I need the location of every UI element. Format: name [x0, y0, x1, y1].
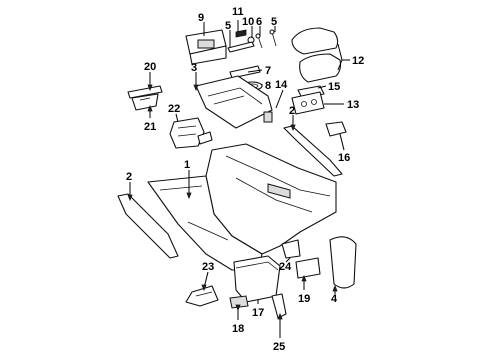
upper-bracket-part [185, 29, 227, 65]
callout-4: 4 [331, 293, 338, 305]
callout-7: 7 [265, 65, 271, 77]
callout-11: 11 [232, 6, 244, 18]
shifter-bracket-part [127, 85, 163, 111]
callout-18: 18 [232, 323, 244, 335]
bar-part [229, 65, 261, 79]
callout-5-left: 5 [225, 20, 231, 32]
callout-16: 16 [338, 152, 350, 164]
callout-8: 8 [265, 80, 271, 92]
callout-22: 22 [168, 103, 180, 115]
callout-10: 10 [242, 16, 254, 28]
callout-24: 24 [279, 261, 292, 273]
pad-part [295, 257, 321, 279]
callout-23: 23 [202, 261, 214, 273]
leader-arrowheads [127, 84, 338, 320]
side-trim-left-part [117, 193, 179, 259]
armrest-lid-part [291, 27, 342, 83]
mat-part [229, 295, 249, 309]
callout-15: 15 [328, 81, 340, 93]
lower-bracket-part [185, 285, 219, 307]
fastener-parts [235, 29, 277, 49]
callout-13: 13 [347, 99, 359, 111]
callout-20: 20 [144, 61, 156, 73]
callout-12: 12 [352, 55, 364, 67]
callout-6: 6 [256, 16, 262, 28]
trim-strip-part [227, 41, 255, 53]
callout-3: 3 [191, 62, 197, 74]
callout-2-right: 2 [289, 105, 295, 117]
hinge-parts [291, 85, 325, 115]
end-panel-part [329, 236, 357, 289]
callout-2-left: 2 [126, 171, 132, 183]
callout-21: 21 [144, 121, 156, 133]
strap-part [271, 293, 287, 319]
callout-17: 17 [252, 307, 264, 319]
callout-14: 14 [275, 79, 288, 91]
callout-1: 1 [184, 159, 190, 171]
storage-box-part [233, 255, 281, 303]
callout-25: 25 [273, 341, 285, 353]
upper-tray-part [195, 75, 273, 129]
small-bracket-part [281, 239, 301, 259]
shift-assembly-part [169, 117, 213, 149]
latch-part [325, 121, 347, 137]
callout-9: 9 [198, 12, 204, 24]
part-shapes [117, 27, 357, 319]
callout-labels: 1 2 2 3 4 5 5 6 7 8 9 10 11 12 13 14 15 … [126, 6, 364, 353]
callout-5-right: 5 [271, 16, 277, 28]
callout-19: 19 [298, 293, 310, 305]
